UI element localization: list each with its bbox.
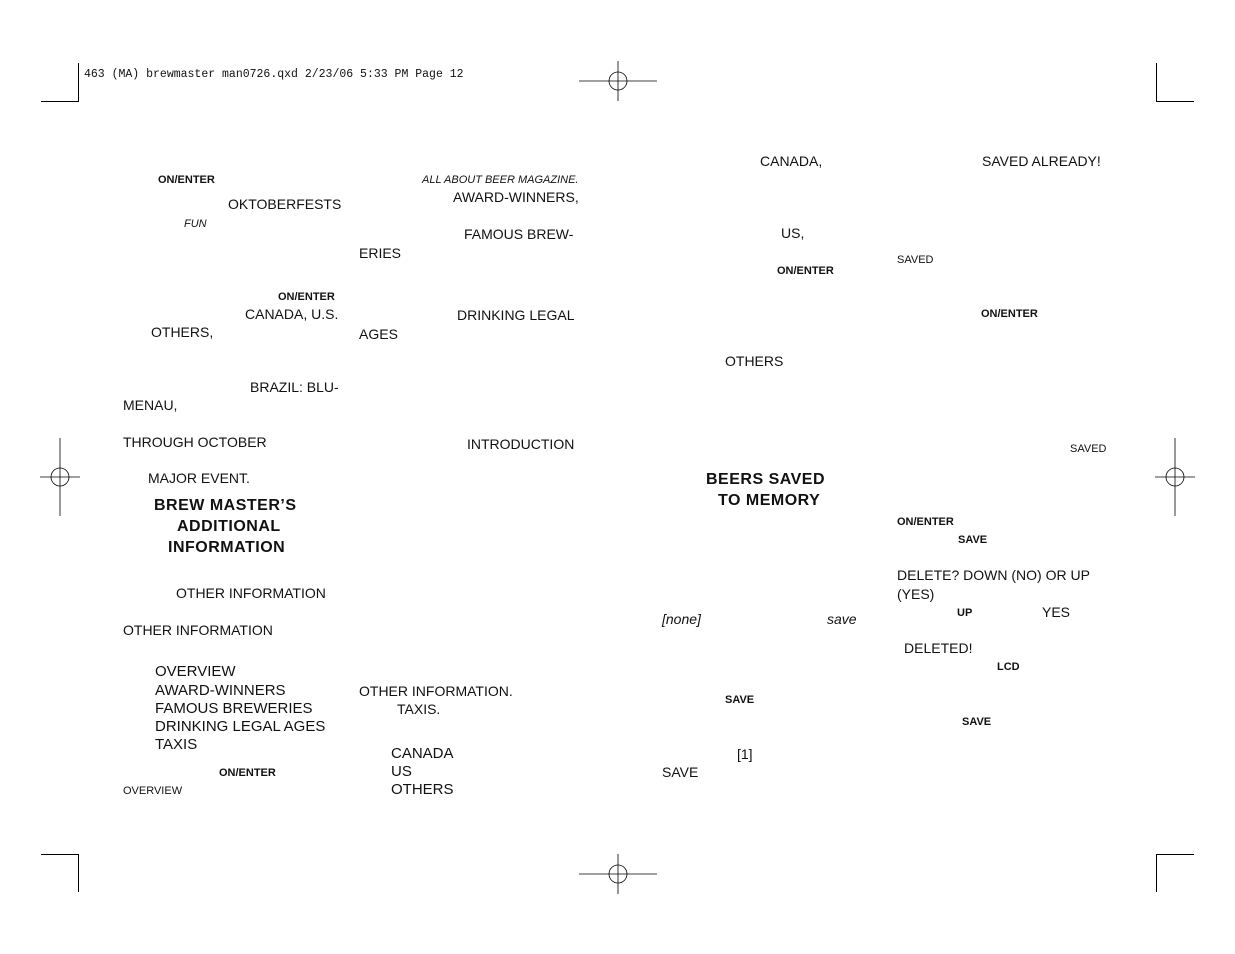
registration-mark-bottom-icon [579,854,657,894]
section-heading: BREW MASTER’S [154,497,297,514]
section-heading: INFORMATION [168,539,286,556]
text-fragment: OTHERS, [151,324,214,340]
country-list-item: OTHERS [391,781,454,798]
section-heading: TO MEMORY [718,492,821,509]
text-fragment: DRINKING LEGAL [457,307,575,323]
text-fragment: OTHERS [725,353,784,369]
registration-mark-right-icon [1155,438,1195,516]
text-fragment: SAVE [662,764,699,780]
menu-list-item: AWARD-WINNERS [155,682,286,699]
text-fragment: (YES) [897,586,935,602]
text-fragment: AGES [359,326,398,342]
text-fragment: CANADA, [760,153,823,169]
menu-list-item: TAXIS [155,736,198,753]
text-fragment: THROUGH OCTOBER [123,434,267,450]
key-label: LCD [997,661,1020,673]
text-fragment: OVERVIEW [123,785,183,797]
key-label: SAVE [725,694,755,706]
text-fragment: MENAU, [123,397,178,413]
key-label: ON/ENTER [981,308,1038,320]
section-heading: ADDITIONAL [177,518,281,535]
key-label: ON/ENTER [777,265,834,277]
key-label: ON/ENTER [278,291,335,303]
key-label: SAVE [958,534,988,546]
text-fragment: OTHER INFORMATION [123,622,273,638]
text-fragment: US, [781,225,805,241]
key-label: ON/ENTER [219,767,276,779]
key-label: SAVE [962,716,992,728]
text-fragment: SAVED ALREADY! [982,153,1101,169]
text-fragment: OTHER INFORMATION. [359,683,513,699]
text-fragment: TAXIS. [397,701,441,717]
section-heading: BEERS SAVED [706,471,826,488]
text-fragment: INTRODUCTION [467,436,575,452]
text-fragment: FUN [184,218,207,230]
registration-mark-top-icon [579,61,657,101]
country-list-item: US [391,763,412,780]
text-fragment: OTHER INFORMATION [176,585,326,601]
text-fragment: BRAZIL: BLU- [250,379,339,395]
text-fragment: save [827,611,857,627]
registration-mark-left-icon [40,438,80,516]
menu-list-item: FAMOUS BREWERIES [155,700,313,717]
text-fragment: YES [1042,604,1071,620]
text-fragment: CANADA, U.S. [245,306,339,322]
key-label: UP [957,607,973,619]
text-fragment: DELETE? DOWN (NO) OR UP [897,567,1090,583]
text-fragment: SAVED [1070,443,1107,455]
text-fragment: AWARD-WINNERS, [453,189,579,205]
text-fragment: ERIES [359,245,402,261]
text-fragment: DELETED! [904,640,973,656]
menu-list-item: DRINKING LEGAL AGES [155,718,326,735]
country-list-item: CANADA [391,745,454,762]
text-fragment: [1] [737,746,753,762]
text-fragment: MAJOR EVENT. [148,470,250,486]
text-fragment: FAMOUS BREW- [464,226,574,242]
key-label: ON/ENTER [158,174,215,186]
slug-line: 463 (MA) brewmaster man0726.qxd 2/23/06 … [84,68,464,81]
text-fragment: ALL ABOUT BEER MAGAZINE. [422,174,579,186]
menu-list-item: OVERVIEW [155,663,236,680]
key-label: ON/ENTER [897,516,954,528]
text-fragment: OKTOBERFESTS [228,196,342,212]
text-fragment: SAVED [897,254,934,266]
text-fragment: [none] [662,611,701,627]
